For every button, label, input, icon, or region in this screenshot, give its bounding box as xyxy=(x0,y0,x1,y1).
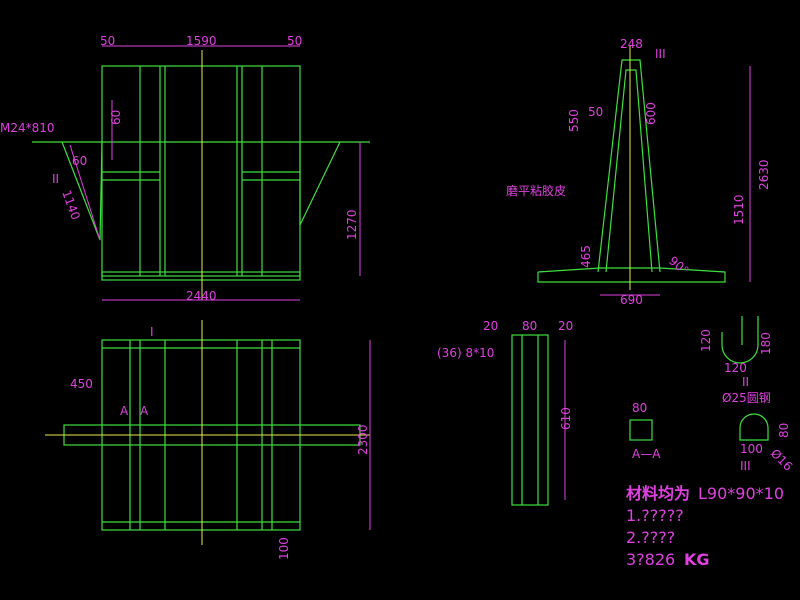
dim-50-left: 50 xyxy=(100,34,115,48)
plan-view: I 450 A A 2300 100 xyxy=(45,320,371,560)
dim-600: 600 xyxy=(644,102,658,125)
dim-20-right: 20 xyxy=(558,319,573,333)
dim-60-h: 60 xyxy=(72,154,87,168)
holes-label: (36) 8*10 xyxy=(437,346,494,360)
dim-100: 100 xyxy=(277,537,291,560)
dim-1590: 1590 xyxy=(186,34,217,48)
detail-i: 20 80 20 (36) 8*10 610 xyxy=(437,319,573,506)
note-1: 1.????? xyxy=(626,506,684,525)
dim-610: 610 xyxy=(559,407,573,430)
dim-80: 80 xyxy=(522,319,537,333)
dim-50-right: 50 xyxy=(287,34,302,48)
dim-2630: 2630 xyxy=(757,159,771,190)
section-a-left: A xyxy=(120,404,129,418)
bolt-label: M24*810 xyxy=(0,121,55,135)
aa-label: A—A xyxy=(632,447,661,461)
dim-690: 690 xyxy=(620,293,643,307)
ii-dim-120h: 120 xyxy=(724,361,747,375)
iii-dim-16: Ø16 xyxy=(768,446,795,473)
material-spec: L90*90*10 xyxy=(698,484,784,503)
dim-550: 550 xyxy=(567,109,581,132)
angle-90: 90° xyxy=(666,254,691,278)
iii-dim-100: 100 xyxy=(740,442,763,456)
section-a-right: A xyxy=(140,404,149,418)
material-prefix: 材料均为 xyxy=(626,484,690,503)
detail-ii: 120 180 120 II Ø25圆钢 xyxy=(699,316,773,405)
rubber-note: 磨平粘胶皮 xyxy=(506,183,566,198)
dim-1510: 1510 xyxy=(732,194,746,225)
front-view: 50 1590 50 M24*810 60 60 II 1140 1270 24… xyxy=(0,34,370,303)
dim-465: 465 xyxy=(579,245,593,268)
dim-2440: 2440 xyxy=(186,289,217,303)
mark-ii: II xyxy=(52,172,59,186)
ii-dim-120v: 120 xyxy=(699,329,713,352)
dim-50: 50 xyxy=(588,105,603,119)
side-view: 248 III 550 50 600 2630 1510 磨平粘胶皮 465 9… xyxy=(506,37,771,307)
ii-dim-180: 180 xyxy=(759,332,773,355)
section-aa: 80 A—A xyxy=(629,401,661,461)
iii-mark: III xyxy=(740,459,751,473)
mark-iii: III xyxy=(655,47,666,61)
iii-dim-80: 80 xyxy=(777,423,791,438)
aa-dim-80: 80 xyxy=(632,401,647,415)
note-3: 3?826 xyxy=(626,550,675,569)
dim-248: 248 xyxy=(620,37,643,51)
note-2: 2.???? xyxy=(626,528,675,547)
dim-1140: 1140 xyxy=(59,188,83,221)
ii-mark: II xyxy=(742,375,749,389)
ii-material: Ø25圆钢 xyxy=(722,391,771,405)
notes: 材料均为 L90*90*10 1.????? 2.???? 3?826 KG xyxy=(626,484,784,569)
detail-iii: 80 100 Ø16 III xyxy=(739,413,795,474)
dim-1270: 1270 xyxy=(345,209,359,240)
dim-450: 450 xyxy=(70,377,93,391)
dim-2300: 2300 xyxy=(356,424,370,455)
weight-unit: KG xyxy=(684,550,710,569)
dim-20-left: 20 xyxy=(483,319,498,333)
dim-60-v: 60 xyxy=(109,110,123,125)
mark-i: I xyxy=(150,325,154,339)
